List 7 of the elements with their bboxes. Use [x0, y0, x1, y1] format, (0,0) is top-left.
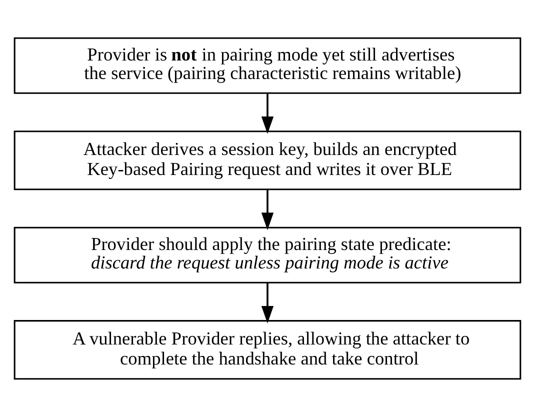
node-box: Provider should apply the pairing state predicate: discard the request unless pairing mode is active	[14, 226, 522, 284]
node-box: A vulnerable Provider replies, allowing the attacker to complete the handshake and take control	[14, 320, 522, 380]
node-box: Provider is not in pairing mode yet still advertises the service (pairing characteristic remains writable)	[14, 37, 522, 94]
node-box: Attacker derives a session key, builds an encrypted Key-based Pairing request and writes it over BLE	[14, 130, 522, 190]
arrow	[261, 93, 274, 134]
arrow	[261, 189, 274, 230]
arrow	[261, 282, 274, 324]
